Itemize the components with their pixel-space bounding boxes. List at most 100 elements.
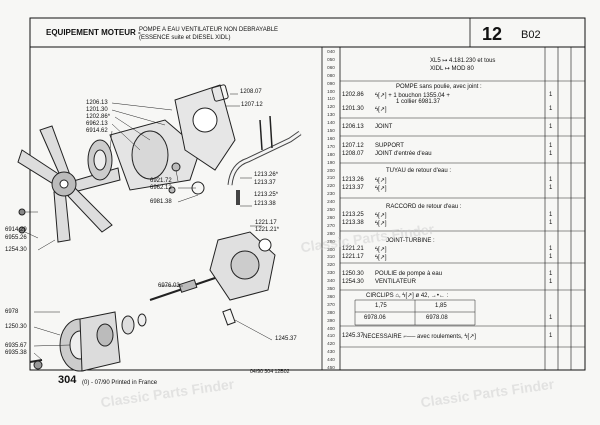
part-ref: 1213.26 [342,177,364,183]
diagram-label: 6978 [5,309,19,315]
code-cell: 200 [327,167,335,173]
part-qty: 1 [549,143,553,149]
part-text: SUPPORT [375,143,404,149]
code-cell: 320 [327,262,335,268]
part-text: JOINT [375,124,393,130]
part-ref: 1221.17 [342,254,364,260]
part-text: ϟ[↗] [375,186,387,192]
diagram-label: 6981.38 [150,199,172,205]
part-qty: 1 [549,220,553,226]
code-cell: 150 [327,128,335,133]
part-qty: 1 [549,177,553,183]
subtitle-line-1: POMPE A EAU VENTILATEUR NON DEBRAYABLE [139,27,279,33]
diagram-label: 6921.72 [150,178,172,184]
code-cell: 180 [327,151,335,157]
kit-ref: 1245.37 [342,333,364,339]
drawing-reference: 04/90 304 12B02 [250,369,290,375]
part-text: 1 collier 6981.37 [396,99,441,105]
part-ref: 1221.21 [342,246,364,252]
part-text: ϟ[↗] [375,213,387,219]
part-text: ϟ[↗] [375,178,387,184]
part-text: POULIE de pompe à eau [375,271,443,277]
diagram-label: 1206.13 [86,100,108,106]
code-cell: 040 [327,49,335,54]
diagram-label: 1221.17 [255,220,277,226]
code-cell: 190 [327,159,335,165]
code-cell: 160 [327,135,335,141]
part-ref: 1208.07 [342,151,364,157]
circlips-size-a: 1,75 [375,303,387,309]
footer-page-number: 304 [58,374,77,386]
diagram-label: 1202.86* [86,114,111,120]
part-text: ϟ[↗] [375,221,387,227]
code-cell: 220 [327,183,335,189]
part-qty: 1 [549,279,553,285]
part-text: ϟ[↗] [375,247,387,253]
part-qty: 1 [549,151,553,157]
diagram-label: 1207.12 [241,102,263,108]
diagram-label: 1213.26* [254,172,279,178]
part-qty: 1 [549,92,553,98]
diagram-label: 6976.03 [158,283,180,289]
code-cell: 420 [327,341,335,347]
code-cell: 060 [327,64,335,70]
subtitle-line-2: (ESSENCE suite et DIESEL XIDL) [139,35,231,41]
part-ref: 1213.25 [342,212,364,218]
diagram-label: 6962.12 [150,185,172,191]
code-cell: 230 [327,191,335,197]
circlips-size-b: 1,85 [435,303,447,309]
diagram-label: 1254.30 [5,247,27,253]
circlips-label: CIRCLIPS ⌂, ϟ[↗] ø 42, →•← : [366,293,449,299]
code-cell: 430 [327,349,335,355]
code-cell: 400 [327,325,335,331]
part-ref: 1201.30 [342,106,364,112]
diagram-label: 1250.30 [5,324,27,330]
part-text: JOINT-TURBINE : [386,238,435,244]
code-cell: 210 [327,175,335,181]
part-text: ϟ[↗] [375,255,387,261]
code-cell: 440 [327,357,335,363]
diagram-label: 1213.37 [254,180,276,186]
part-qty: 1 [549,124,553,130]
circlips-qty: 1 [549,315,553,321]
code-cell: 240 [327,199,335,205]
code-cell: 250 [327,207,335,212]
code-cell: 260 [327,214,335,220]
code-cell: 080 [327,72,335,78]
applicability-line-2: XIDL ↦ MOD 80 [430,66,474,72]
part-qty: 1 [549,254,553,260]
part-qty: 1 [549,246,553,252]
part-text: VENTILATEUR [375,279,416,285]
page-number: 12 [482,24,503,44]
part-text: ϟ[↗] + 1 bouchon 1355.04 + [375,93,450,99]
code-cell: 360 [327,293,335,299]
code-cell: 380 [327,309,335,315]
diagram-label: 1221.21* [255,227,280,233]
code-cell: 330 [327,270,335,276]
part-text: TUYAU de retour d'eau : [386,168,452,174]
kit-text: NECESSAIRE ⌐── avec roulements, ϟ[↗] [363,334,476,340]
part-ref: 1206.13 [342,124,364,130]
diagram-label: 6935.38 [5,350,27,356]
part-qty: 1 [549,185,553,191]
part-ref: 1254.30 [342,279,364,285]
part-qty: 1 [549,271,553,277]
part-ref: 1213.38 [342,220,364,226]
diagram-label: 6955.26 [5,235,27,241]
code-cell: 100 [327,88,335,94]
part-text: RACCORD de retour d'eau : [386,204,462,210]
circlips-ref-a: 6978.06 [364,315,386,321]
code-cell: 290 [327,238,335,244]
part-qty: 1 [549,106,553,112]
code-cell: 370 [327,301,335,307]
part-text: POMPE sans poulie, avec joint : [396,84,482,90]
code-cell: 120 [327,104,335,110]
part-text: ϟ[↗] [375,107,387,113]
diagram-label: 6914.62 [86,128,108,134]
code-cell: 050 [327,56,335,62]
code-cell: 090 [327,80,335,86]
applicability-line-1: XL5 ↦ 4.181.230 et tous [430,58,496,64]
section-title: EQUIPEMENT MOTEUR - [46,28,141,37]
part-ref: 1213.37 [342,185,364,191]
